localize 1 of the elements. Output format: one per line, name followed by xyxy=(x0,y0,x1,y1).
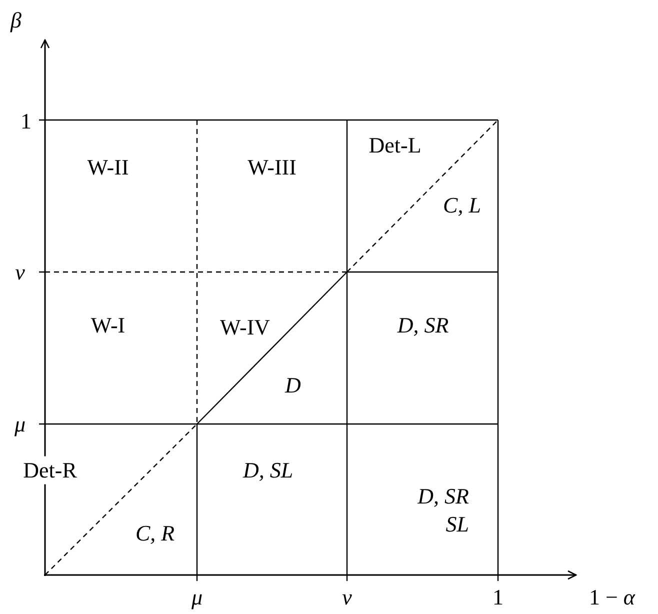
region-label: Det-R xyxy=(22,456,78,484)
